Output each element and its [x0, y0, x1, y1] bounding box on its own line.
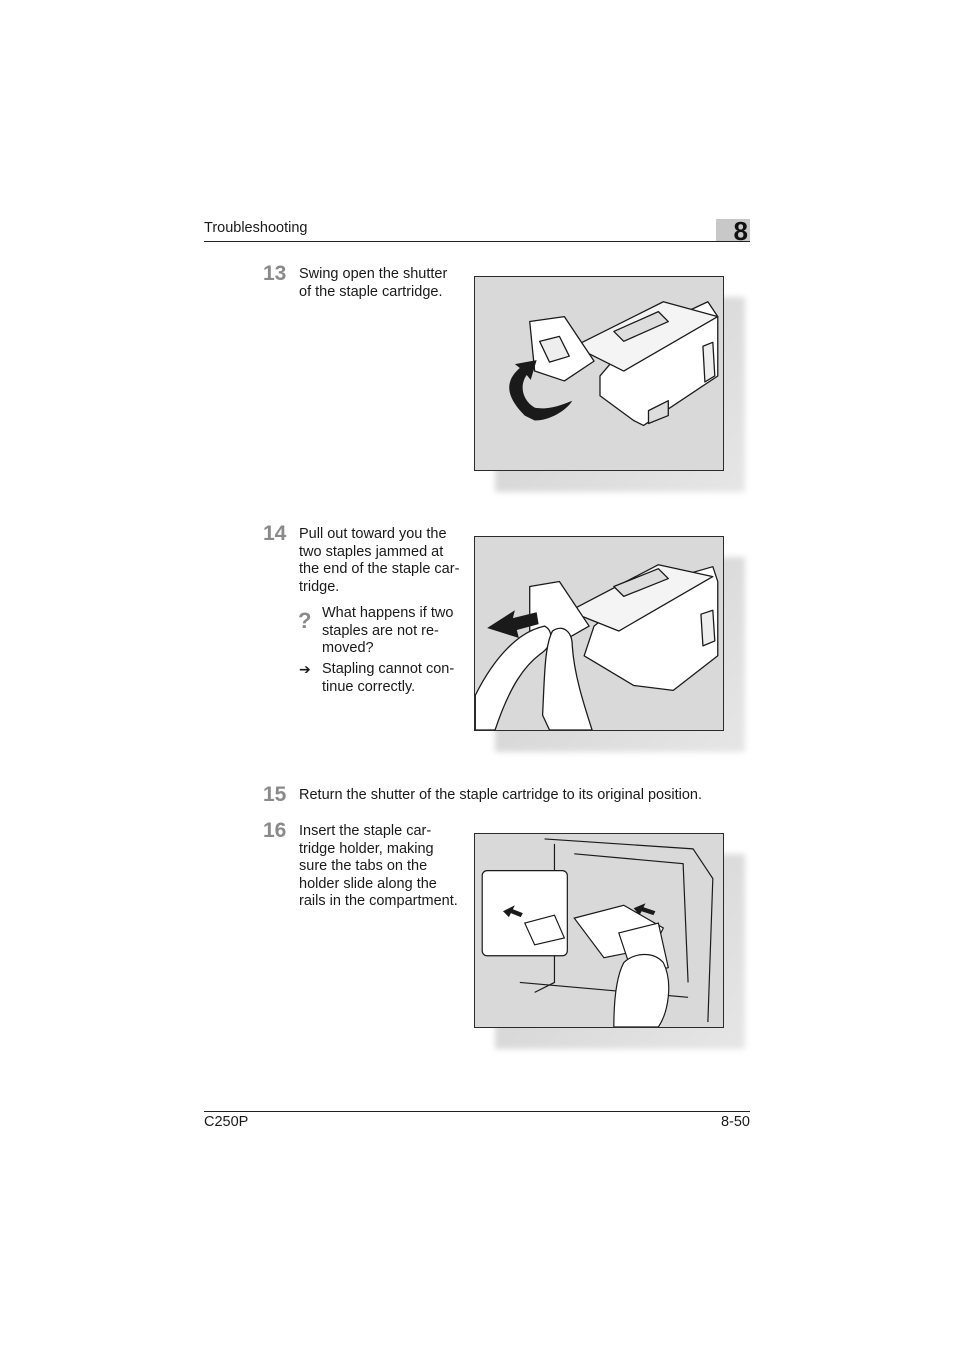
- step-14-line-4: tridge.: [299, 578, 340, 595]
- question-line-2: staples are not re-: [322, 622, 439, 639]
- step-13-line-1: Swing open the shutter: [299, 266, 448, 282]
- question-line-3: moved?: [322, 640, 374, 657]
- left-arrow-icon: [487, 610, 539, 638]
- step-16-text: Insert the staple car- tridge holder, ma…: [299, 823, 458, 911]
- chapter-tab: 8: [716, 216, 750, 246]
- step-13-text: Swing open the shutter of the staple car…: [299, 266, 447, 301]
- step-number-15: 15: [263, 783, 287, 806]
- insert-arrow-icon: [502, 903, 656, 918]
- staple-cartridge-illustration: [509, 301, 719, 427]
- curved-arrow-icon: [509, 360, 573, 421]
- pull-staples-illustration: [475, 564, 719, 730]
- footer-page-number: 8-50: [720, 1114, 750, 1130]
- figure-insert-holder: [474, 833, 724, 1028]
- footer-model: C250P: [204, 1114, 249, 1130]
- step-16-line-1: Insert the staple car-: [299, 823, 432, 839]
- right-arrow-icon: ➔: [299, 661, 311, 677]
- question-line-1: What happens if two: [322, 605, 454, 621]
- step-number-13: 13: [263, 262, 287, 285]
- step-14-text: Pull out toward you the two staples jamm…: [299, 526, 459, 596]
- step-number-16: 16: [263, 819, 287, 842]
- step-16-line-3: sure the tabs on the: [299, 858, 428, 875]
- step-13-line-2: of the staple cartridge.: [299, 283, 443, 300]
- step-16-line-4: holder slide along the: [299, 875, 437, 892]
- step-number-14: 14: [263, 522, 287, 545]
- insert-holder-illustration: [481, 838, 714, 1027]
- step-15-text: Return the shutter of the staple cartrid…: [299, 787, 702, 803]
- chapter-number: 8: [733, 216, 748, 246]
- step-14-line-2: two staples jammed at: [299, 543, 444, 560]
- figure-open-shutter: [474, 276, 724, 471]
- running-header: Troubleshooting: [204, 220, 308, 236]
- footer-rule: [204, 1111, 750, 1112]
- step-14-line-1: Pull out toward you the: [299, 526, 447, 542]
- answer-line-2: tinue correctly.: [322, 678, 416, 695]
- step-14-line-3: the end of the staple car-: [299, 561, 460, 578]
- step-16-line-2: tridge holder, making: [299, 840, 434, 857]
- figure-pull-staples: [474, 536, 724, 731]
- header-rule: [204, 241, 750, 242]
- answer-line-1: Stapling cannot con-: [322, 661, 455, 677]
- question-text: What happens if two staples are not re- …: [322, 605, 453, 658]
- answer-text: Stapling cannot con- tinue correctly.: [322, 661, 454, 696]
- detail-inset: [481, 870, 568, 957]
- question-mark-icon: ?: [298, 608, 312, 633]
- step-16-line-5: rails in the compartment.: [299, 893, 458, 910]
